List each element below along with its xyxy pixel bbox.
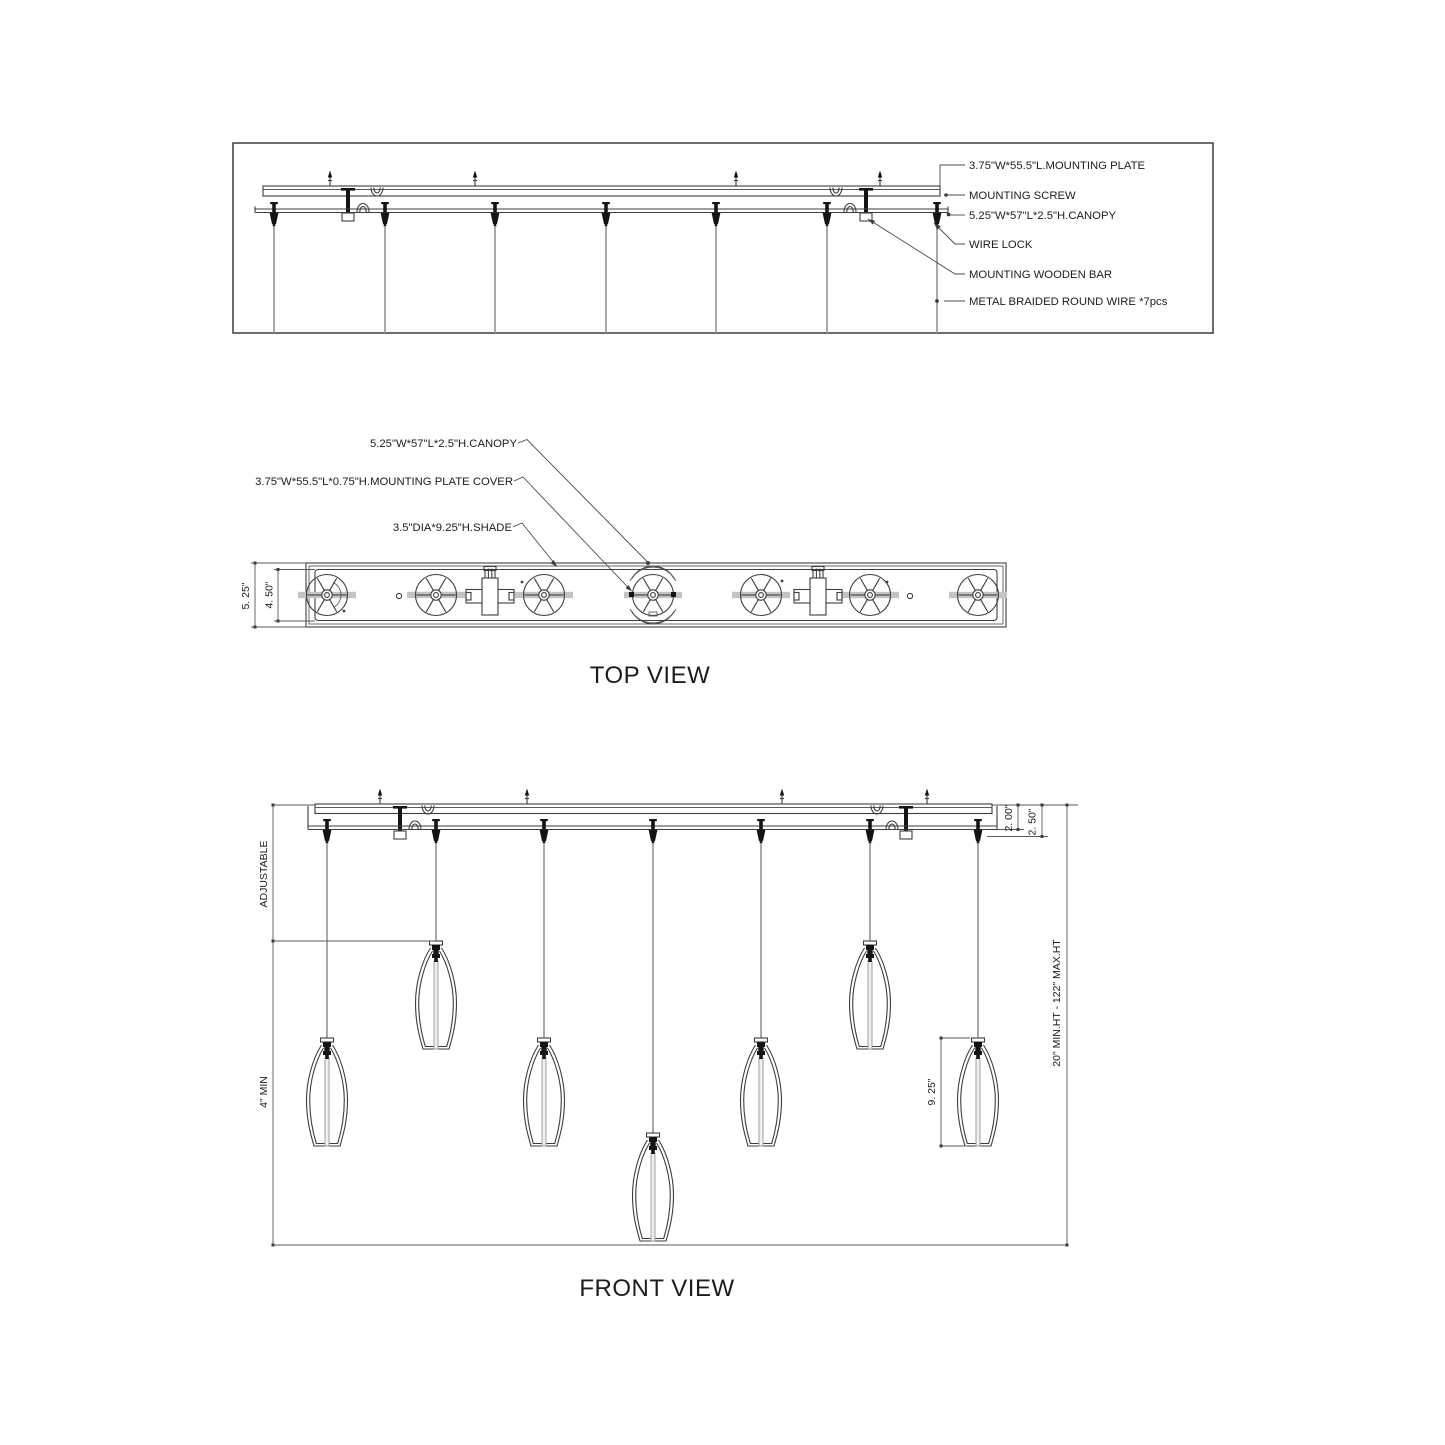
front-view: ADJUSTABLE 4" MIN 2. 00" 2. 50" 20" MIN.…: [258, 787, 1078, 1302]
shade-top-wheel: [840, 573, 900, 617]
mounting-screw-icon: [733, 169, 739, 187]
pendant-shade: [848, 940, 892, 1050]
wire-locks: [322, 819, 983, 844]
label-metal-wire: METAL BRAIDED ROUND WIRE *7pcs: [969, 296, 1168, 308]
pendant-shade: [414, 940, 458, 1050]
wire-lock-icon: [973, 819, 983, 844]
front-left-dimensions: ADJUSTABLE 4" MIN: [258, 803, 436, 1247]
dim-plate-width: 4. 50": [264, 581, 276, 608]
u-clip-icon: [408, 820, 422, 831]
mounting-screw-icon: [377, 787, 383, 805]
t-screw-icon: [858, 187, 874, 222]
t-screw-icon: [392, 805, 408, 840]
dim-height-range: 20" MIN.HT - 122" MAX.HT: [1051, 939, 1063, 1067]
wire-lock-icon: [711, 202, 721, 227]
pendant-shade: [956, 1037, 1000, 1147]
wire-locks: [269, 202, 942, 227]
shade-top-wheel: [514, 573, 574, 617]
mounting-screw-icon: [924, 787, 930, 805]
dim-canopy-height: 2. 50": [1027, 808, 1039, 835]
t-screw-icon: [340, 187, 356, 222]
detail-view: 3.75"W*55.5"L.MOUNTING PLATE MOUNTING SC…: [232, 142, 1214, 334]
u-clip-icon: [843, 202, 857, 213]
suspension-wires: [273, 226, 938, 333]
u-clip-icon: [829, 186, 843, 197]
detail-border: [232, 142, 1214, 334]
wire-lock-icon: [539, 819, 549, 844]
top-view: 5. 25" 4. 50": [240, 438, 1008, 689]
wire-lock-icon: [431, 819, 441, 844]
junction-box: [465, 565, 515, 616]
top-view-dimensions: 5. 25" 4. 50": [240, 561, 315, 629]
suspension-wires: [326, 843, 979, 1133]
wire-lock-icon: [865, 819, 875, 844]
u-clip-icon: [370, 186, 384, 197]
label-mounting-plate: 3.75"W*55.5"L.MOUNTING PLATE: [969, 160, 1146, 172]
wire-lock-icon: [322, 819, 332, 844]
dim-shade-height: 9. 25": [926, 1078, 938, 1105]
front-right-dimensions: 2. 00" 2. 50" 20" MIN.HT - 122" MAX.HT: [987, 803, 1078, 1247]
label-wire-lock: WIRE LOCK: [969, 239, 1033, 251]
wire-lock-icon: [490, 202, 500, 227]
wire-lock-icon: [756, 819, 766, 844]
pendant-shade: [522, 1037, 566, 1147]
center-wheel-detail: [629, 565, 677, 625]
mounting-screw-icon: [779, 787, 785, 805]
u-clip-icon: [870, 804, 884, 815]
detail-leader-lines: [867, 164, 965, 303]
mounting-screw-icon: [877, 169, 883, 187]
wire-lock-icon: [822, 202, 832, 227]
u-clip-icon: [885, 820, 899, 831]
wheel-arc-detail: [332, 581, 342, 608]
top-view-leader-lines: [512, 438, 650, 592]
label-plate-cover: 3.75"W*55.5"L*0.75"H.MOUNTING PLATE COVE…: [255, 476, 513, 488]
label-wooden-bar: MOUNTING WOODEN BAR: [969, 269, 1112, 281]
plate-hole: [906, 592, 914, 600]
pendant-shade: [631, 1132, 675, 1242]
top-view-title: TOP VIEW: [590, 662, 710, 689]
wire-lock-icon: [269, 202, 279, 227]
wire-lock-icon: [648, 819, 658, 844]
dim-min-drop: 4" MIN: [258, 1076, 270, 1108]
mounting-plate: [314, 803, 993, 815]
u-clip-icon: [421, 804, 435, 815]
shade-top-wheel: [948, 573, 1008, 617]
plate-hole: [395, 592, 403, 600]
wire-lock-icon: [932, 202, 942, 227]
shade-top-wheel: [406, 573, 466, 617]
dim-adjustable: ADJUSTABLE: [258, 841, 270, 908]
pendant-shade: [305, 1037, 349, 1147]
mounting-screw-icon: [524, 787, 530, 805]
dim-canopy-width: 5. 25": [240, 582, 252, 609]
dim-plate-height: 2. 00": [1003, 804, 1015, 831]
mounting-screw-icon: [327, 169, 333, 187]
label-canopy-top: 5.25"W*57"L*2.5"H.CANOPY: [370, 438, 517, 450]
mounting-plate: [262, 185, 941, 197]
pendant-shade: [739, 1037, 783, 1147]
t-screw-icon: [898, 805, 914, 840]
wire-lock-icon: [380, 202, 390, 227]
wire-lock-icon: [601, 202, 611, 227]
shade-top-wheel: [297, 573, 357, 617]
shade-height-dimension: 9. 25": [926, 1036, 970, 1148]
label-mounting-screw: MOUNTING SCREW: [969, 190, 1076, 202]
mounting-screw-icon: [472, 169, 478, 187]
front-view-title: FRONT VIEW: [579, 1275, 734, 1302]
u-clip-icon: [356, 202, 370, 213]
label-canopy: 5.25"W*57"L*2.5"H.CANOPY: [969, 210, 1116, 222]
junction-box: [793, 565, 843, 616]
label-shade: 3.5"DIA*9.25"H.SHADE: [393, 522, 513, 534]
